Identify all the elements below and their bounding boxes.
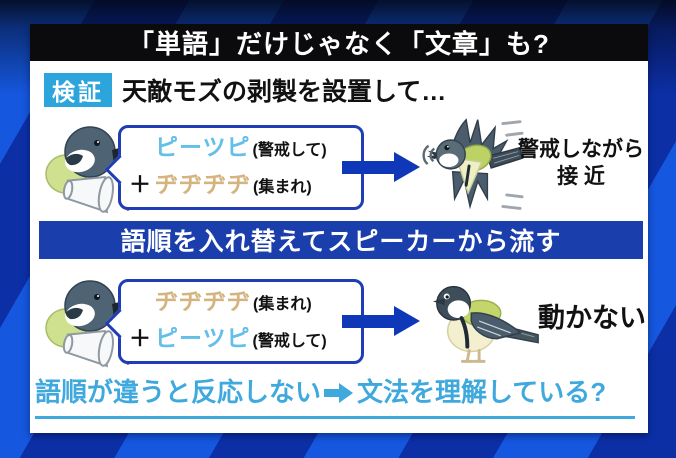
trial2-result-text: 動かない xyxy=(538,303,646,333)
call-line-1: ヂヂヂヂ (集まれ) xyxy=(129,286,355,320)
call-word: ヂヂヂヂ xyxy=(155,171,251,197)
call-word: ヂヂヂヂ xyxy=(155,288,251,314)
call-line-2: ＋ ピーツピ (警戒して) xyxy=(129,323,355,357)
standing-tit-icon xyxy=(432,285,539,363)
call-meaning: (集まれ) xyxy=(253,296,312,313)
right-arrow-icon xyxy=(342,152,420,182)
conclusion-line: 語順が違うと反応しない 文法を理解している? xyxy=(35,376,635,419)
arrow-head xyxy=(394,152,420,182)
call-line-1: ピーツピ (警戒して) xyxy=(129,132,355,166)
call-meaning: (警戒して) xyxy=(252,333,327,350)
bird-with-megaphone-icon xyxy=(45,280,136,368)
header-bar: 「単語」だけじゃなく「文章」も? xyxy=(30,24,648,61)
solid-right-arrow-icon xyxy=(324,381,354,405)
verification-badge: 検証 xyxy=(44,73,112,107)
conclusion-right-text: 文法を理解している? xyxy=(357,377,607,407)
call-sequence-box-1: ピーツピ (警戒して) ＋ ヂヂヂヂ (集まれ) xyxy=(104,125,364,210)
swap-order-banner-label: 語順を入れ替えてスピーカーから流す xyxy=(120,228,562,256)
arrow-shaft xyxy=(342,160,394,174)
trial1-result-text: 警戒しながら 接 近 xyxy=(516,136,646,190)
arrow-head xyxy=(394,306,420,336)
call-word: ピーツピ xyxy=(155,325,251,351)
plus-sign: ＋ xyxy=(129,172,152,197)
swap-order-banner: 語順を入れ替えてスピーカーから流す xyxy=(39,221,643,259)
flying-tit-icon xyxy=(422,118,524,210)
call-word: ピーツピ xyxy=(155,134,251,160)
plus-sign: ＋ xyxy=(129,326,152,351)
call-line-2: ＋ ヂヂヂヂ (集まれ) xyxy=(129,169,355,203)
experiment-description: 天敵モズの剥製を設置して… xyxy=(122,78,447,106)
right-arrow-icon xyxy=(342,306,420,336)
arrow-shaft xyxy=(342,314,394,328)
call-meaning: (警戒して) xyxy=(252,142,327,159)
main-panel: 「単語」だけじゃなく「文章」も? 検証 天敵モズの剥製を設置して… xyxy=(30,24,648,433)
trial1-result-line1: 警戒しながら xyxy=(518,138,644,161)
page-title: 「単語」だけじゃなく「文章」も? xyxy=(128,29,550,59)
conclusion-left-text: 語順が違うと反応しない xyxy=(35,377,322,407)
call-sequence-box-2: ヂヂヂヂ (集まれ) ＋ ピーツピ (警戒して) xyxy=(104,279,364,364)
verification-badge-label: 検証 xyxy=(52,79,104,105)
call-meaning: (集まれ) xyxy=(253,179,312,196)
trial1-result-line2: 接 近 xyxy=(557,165,605,188)
